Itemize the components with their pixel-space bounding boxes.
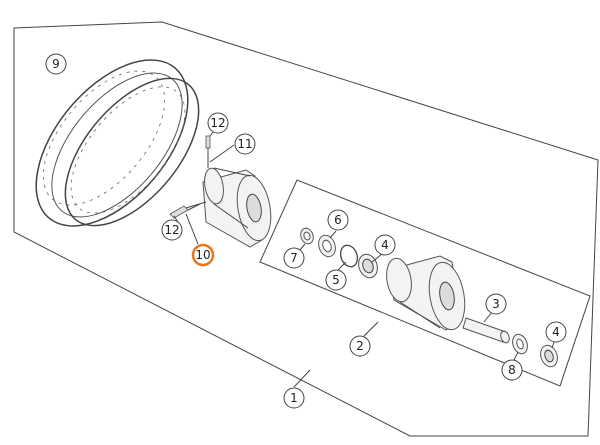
callout-label: 4: [381, 238, 389, 252]
callout-12-top: 12: [207, 112, 229, 134]
callout-12-bottom: 12: [161, 219, 183, 241]
callout-label: 11: [237, 137, 252, 151]
callout-label: 2: [356, 339, 364, 353]
callout-9: 9: [45, 53, 67, 75]
assembly-outline-frame: [13, 21, 599, 437]
callout-label: 8: [508, 363, 516, 377]
callout-4-left: 4: [374, 234, 396, 256]
callout-8: 8: [501, 359, 523, 381]
callout-label: 5: [332, 273, 340, 287]
hub-subassembly-parts: [300, 227, 558, 368]
callout-7: 7: [283, 247, 305, 269]
callout-label: 7: [290, 251, 298, 265]
callout-label: 3: [492, 297, 500, 311]
callout-10-highlighted: 10: [191, 243, 215, 267]
leader-lines: [173, 127, 555, 388]
callout-label: 4: [552, 325, 560, 339]
callout-1: 1: [283, 387, 305, 409]
callout-label: 12: [164, 223, 179, 237]
spoke-nipple-parts: [169, 135, 211, 219]
wheel-rim: [35, 59, 200, 227]
callout-5: 5: [325, 269, 347, 291]
callout-3: 3: [485, 293, 507, 315]
hub-assembly-top: [202, 167, 272, 248]
callout-6: 6: [327, 209, 349, 231]
callout-label: 9: [52, 57, 60, 71]
callout-11: 11: [234, 133, 256, 155]
hub-subassembly-frame: [259, 179, 591, 387]
callout-label: 1: [290, 391, 298, 405]
callout-4-right: 4: [545, 321, 567, 343]
callout-2: 2: [349, 335, 371, 357]
callout-label: 10: [195, 248, 210, 262]
callout-label: 12: [210, 116, 225, 130]
callout-label: 6: [334, 213, 342, 227]
